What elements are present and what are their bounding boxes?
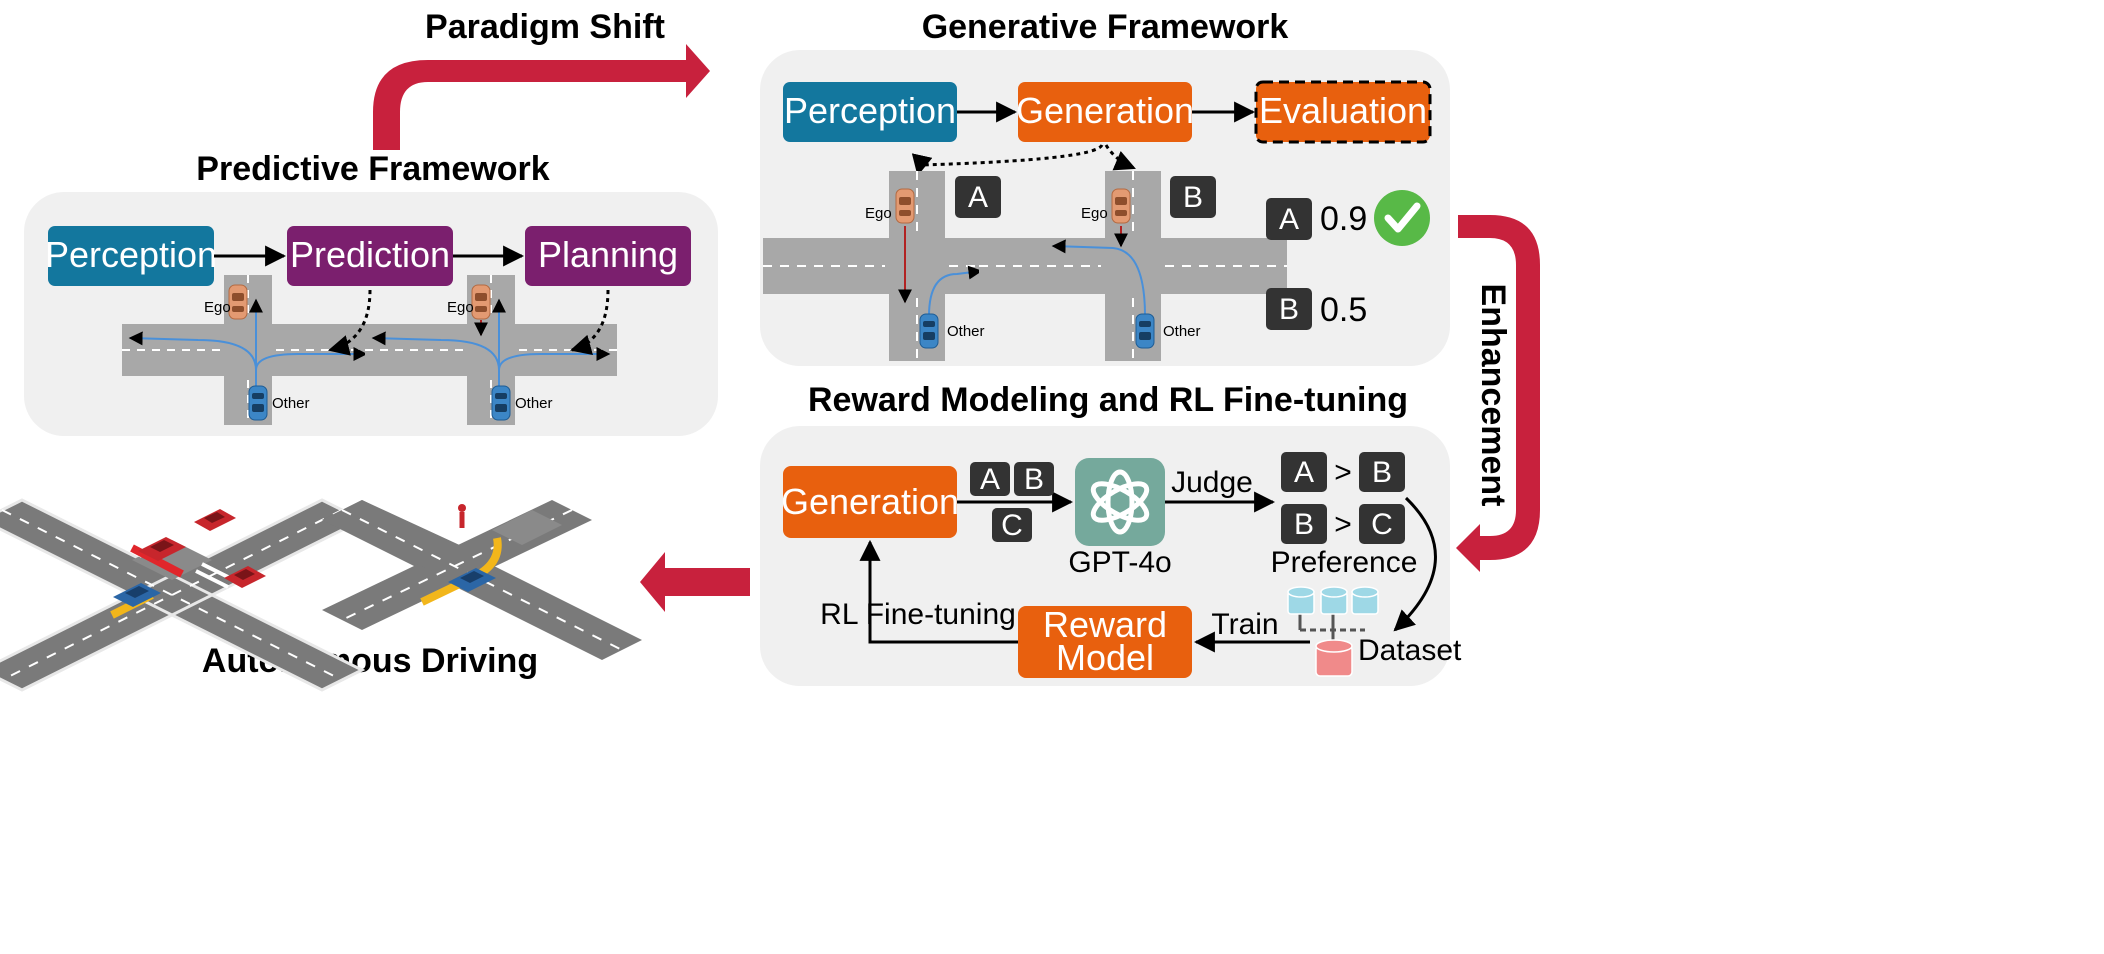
candidate-b-label: B: [1024, 463, 1044, 496]
pred-scene-1-other: Other: [272, 395, 310, 412]
pred-scene-2-ego: Ego: [447, 299, 474, 316]
score-b-badge-label: B: [1279, 293, 1299, 326]
prediction-dotted-arrow: [327, 289, 372, 356]
pref-1-right: [1359, 452, 1405, 492]
reward-modeling-title: Reward Modeling and RL Fine-tuning: [808, 381, 1408, 419]
evaluation-label: Evaluation: [1259, 90, 1427, 131]
predictive-framework-title: Predictive Framework: [196, 150, 549, 188]
candidate-c: [992, 508, 1032, 542]
check-icon: [1374, 190, 1430, 246]
badge-b-scene-label: B: [1183, 181, 1203, 214]
gen-scene-a-ego: Ego: [865, 205, 892, 222]
gen-generation-box: [1018, 82, 1192, 142]
pred-scene-2-other: Other: [515, 395, 553, 412]
pred-scene-1: Ego Other: [121, 274, 375, 426]
score-a-badge-label: A: [1279, 203, 1299, 236]
driving-scene-2-car-ego: [448, 568, 496, 592]
reward-model-box: [1018, 606, 1192, 678]
gpt-logo-icon: [1075, 458, 1165, 546]
pref-to-dataset-arrow: [1393, 496, 1437, 632]
prediction-box: [287, 226, 453, 286]
gen-dotted-arrow-a: [911, 144, 1104, 177]
pred-scene-2: Ego Other: [364, 274, 618, 426]
driving-scene-2-pedestrian-icon: [458, 504, 466, 528]
rl-finetuning-label: RL Fine-tuning: [820, 598, 1016, 631]
pref-1-left: [1281, 452, 1327, 492]
prediction-label: Prediction: [290, 234, 450, 275]
candidate-a: [970, 462, 1010, 496]
paradigm-shift-title: Paradigm Shift: [425, 8, 665, 46]
paradigm-shift-arrow: [373, 44, 710, 150]
planning-box: [525, 226, 691, 286]
pref-1-op: >: [1334, 456, 1352, 489]
gen-scene-b: Ego Other: [978, 170, 1288, 362]
gen-scene-a-other: Other: [947, 323, 985, 340]
pred-perception-label: Perception: [45, 234, 217, 275]
score-a-badge: [1266, 198, 1312, 240]
rm-generation-label: Generation: [781, 481, 959, 522]
gen-dotted-arrow-b: [1104, 144, 1136, 171]
enhancement-label: Enhancement: [1474, 284, 1512, 507]
driving-scene-1-car-other-3: [224, 566, 266, 588]
evaluation-box: [1254, 80, 1432, 144]
pred-scene-1-ego: Ego: [204, 299, 231, 316]
candidate-a-label: A: [980, 463, 1000, 496]
badge-a-scene: [955, 176, 1001, 218]
reward-model-label-2: Model: [1056, 637, 1154, 678]
preference-label: Preference: [1271, 546, 1418, 579]
pref-1-right-label: B: [1372, 456, 1392, 489]
gen-generation-label: Generation: [1016, 90, 1194, 131]
rm-generation-box: [783, 466, 957, 538]
reward-model-label-1: Reward: [1043, 604, 1167, 645]
rl-finetuning-arrow: [859, 539, 1018, 644]
gen-perception-box: [783, 82, 957, 142]
pref-2-left-label: B: [1294, 508, 1314, 541]
badge-b-scene: [1170, 176, 1216, 218]
enhancement-arrow: [1456, 215, 1540, 572]
pref-2-right-label: C: [1371, 508, 1393, 541]
pref-1-left-label: A: [1294, 456, 1314, 489]
gen-scene-b-other: Other: [1163, 323, 1201, 340]
score-a-value: 0.9: [1320, 200, 1367, 238]
driving-scene-1-car-other-2: [194, 509, 236, 531]
train-label: Train: [1211, 608, 1278, 641]
driving-scene-1: [0, 498, 364, 692]
score-b-badge: [1266, 288, 1312, 330]
candidate-b: [1014, 462, 1054, 496]
planning-label: Planning: [538, 234, 678, 275]
driving-scene-1-car-other-1: [138, 537, 186, 561]
driving-scene-2: [322, 500, 642, 660]
dataset-label: Dataset: [1358, 634, 1462, 667]
to-driving-arrow: [640, 552, 750, 612]
driving-scene-1-car-ego: [113, 583, 161, 607]
pred-perception-box: [48, 226, 214, 286]
gen-perception-label: Perception: [784, 90, 956, 131]
generative-framework-title: Generative Framework: [922, 8, 1289, 46]
pref-2-op: >: [1334, 508, 1352, 541]
score-b-value: 0.5: [1320, 291, 1367, 329]
gen-scene-a: Ego Other: [762, 170, 1072, 362]
planning-dotted-arrow: [569, 289, 610, 356]
badge-a-scene-label: A: [968, 181, 988, 214]
database-icon: [1287, 586, 1379, 677]
pref-2-left: [1281, 504, 1327, 544]
gen-scene-b-ego: Ego: [1081, 205, 1108, 222]
candidate-c-label: C: [1001, 509, 1023, 542]
judge-label: Judge: [1171, 466, 1253, 499]
gpt-label: GPT-4o: [1068, 546, 1171, 579]
pref-2-right: [1359, 504, 1405, 544]
